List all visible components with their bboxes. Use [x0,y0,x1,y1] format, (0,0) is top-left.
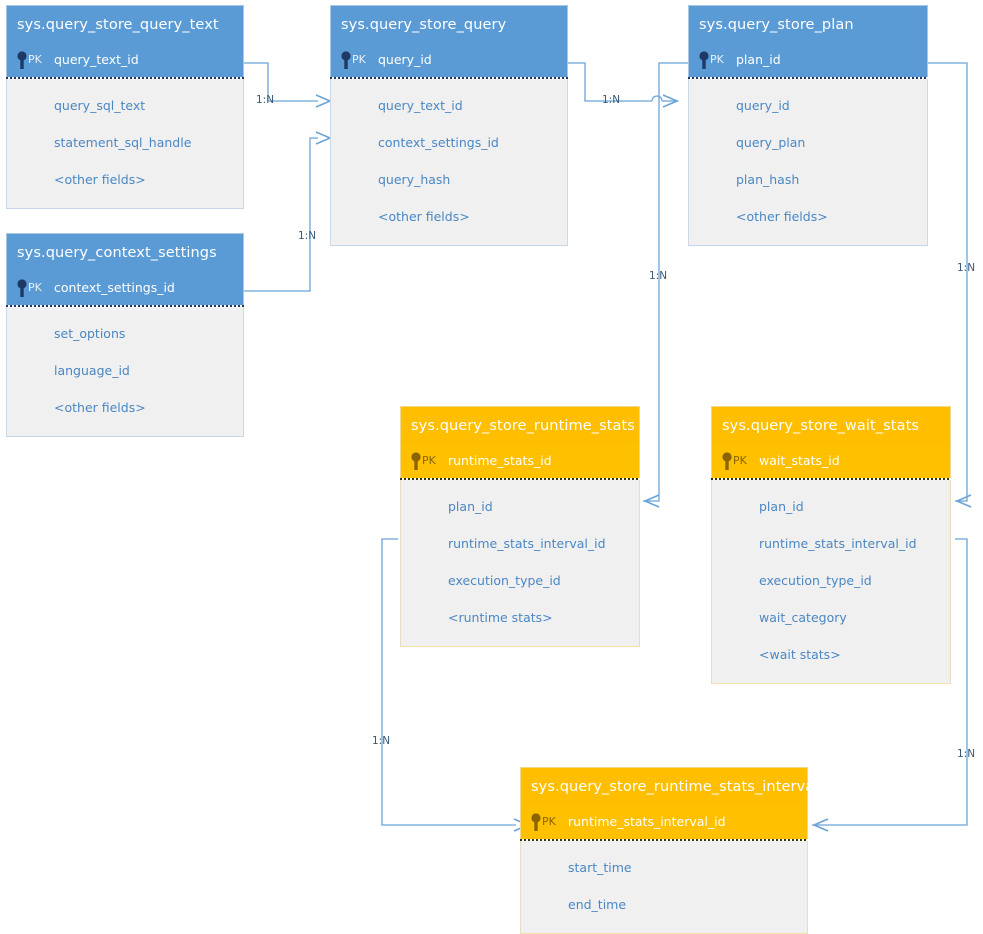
key-icon [722,452,732,470]
entity-query-store-query[interactable]: sys.query_store_query PK query_id query_… [330,5,568,246]
pk-label: PK [422,454,436,467]
cardinality-label-r7: 1:N [957,748,976,760]
field: runtime_stats_interval_id [448,536,606,551]
key-icon [699,51,709,69]
cardinality-label-r4: 1:N [649,270,668,282]
field: language_id [54,363,130,378]
pk-label: PK [28,281,42,294]
pk-label: PK [710,53,724,66]
connector-r1 [244,62,318,102]
field: end_time [568,897,627,912]
entity-query-context-settings[interactable]: sys.query_context_settings PK context_se… [6,233,244,437]
pk-separator [330,77,568,79]
cardinality-label-r5: 1:N [957,262,976,274]
pk-row[interactable]: PK runtime_stats_id [400,444,640,478]
connector-r2 [244,137,318,292]
pk-separator [400,478,640,480]
pk-label: PK [352,53,366,66]
field: execution_type_id [448,573,561,588]
field: <other fields> [54,400,146,415]
pk-field-name: query_text_id [54,52,139,67]
field: plan_id [448,499,493,514]
connector-r3-hop [651,95,663,102]
pk-field-name: context_settings_id [54,280,175,295]
entity-header: sys.query_store_wait_stats [711,406,951,444]
pk-label: PK [542,815,556,828]
pk-separator [520,839,808,841]
field: <runtime stats> [448,610,553,625]
pk-field-name: query_id [378,52,432,67]
pk-field-name: plan_id [736,52,781,67]
entity-query-store-wait-stats[interactable]: sys.query_store_wait_stats PK wait_stats… [711,406,951,684]
field: plan_hash [736,172,800,187]
field: <other fields> [378,209,470,224]
field: query_text_id [378,98,463,113]
entity-header: sys.query_store_plan [688,5,928,43]
entity-query-store-runtime-stats-interval[interactable]: sys.query_store_runtime_stats_interval P… [520,767,818,934]
pk-row[interactable]: PK wait_stats_id [711,444,951,478]
pk-separator [6,77,244,79]
connector-r5 [928,62,968,502]
arrowhead-r2 [315,131,331,145]
pk-field-name: runtime_stats_id [448,453,552,468]
key-icon [341,51,351,69]
field: query_id [736,98,790,113]
pk-row[interactable]: PK query_text_id [6,43,244,77]
entity-query-store-plan[interactable]: sys.query_store_plan PK plan_id query_id… [688,5,928,246]
field: set_options [54,326,126,341]
pk-separator [6,305,244,307]
cardinality-label-r6: 1:N [372,735,391,747]
field: runtime_stats_interval_id [759,536,917,551]
entity-header: sys.query_store_runtime_stats_interval [520,767,818,805]
field: execution_type_id [759,573,872,588]
entity-fields: set_options language_id <other fields> [6,307,244,437]
entity-query-store-runtime-stats[interactable]: sys.query_store_runtime_stats PK runtime… [400,406,640,647]
pk-separator [688,77,928,79]
entity-header: sys.query_context_settings [6,233,244,271]
field: start_time [568,860,632,875]
pk-separator [711,478,951,480]
field: wait_category [759,610,847,625]
field: <other fields> [54,172,146,187]
connector-r6 [381,538,516,826]
key-icon [411,452,421,470]
pk-row[interactable]: PK context_settings_id [6,271,244,305]
entity-query-store-query-text[interactable]: sys.query_store_query_text PK query_text… [6,5,244,209]
entity-fields: query_id query_plan plan_hash <other fie… [688,79,928,246]
field: query_sql_text [54,98,146,113]
cardinality-label-r3: 1:N [602,94,621,106]
field: statement_sql_handle [54,135,192,150]
cardinality-label-r1: 1:N [256,94,275,106]
field: <wait stats> [759,647,841,662]
entity-header: sys.query_store_query [330,5,568,43]
field: context_settings_id [378,135,499,150]
pk-label: PK [28,53,42,66]
pk-field-name: wait_stats_id [759,453,840,468]
entity-header: sys.query_store_runtime_stats [400,406,640,444]
pk-row[interactable]: PK query_id [330,43,568,77]
entity-header: sys.query_store_query_text [6,5,244,43]
field: plan_id [759,499,804,514]
entity-fields: plan_id runtime_stats_interval_id execut… [400,480,640,647]
pk-row[interactable]: PK runtime_stats_interval_id [520,805,808,839]
entity-fields: query_text_id context_settings_id query_… [330,79,568,246]
key-icon [531,813,541,831]
pk-label: PK [733,454,747,467]
connector-r7 [812,538,968,826]
field: <other fields> [736,209,828,224]
entity-fields: query_sql_text statement_sql_handle <oth… [6,79,244,209]
entity-fields: plan_id runtime_stats_interval_id execut… [711,480,951,684]
connector-r3-a [568,62,652,102]
pk-field-name: runtime_stats_interval_id [568,814,726,829]
cardinality-label-r2: 1:N [298,230,317,242]
field: query_hash [378,172,451,187]
key-icon [17,51,27,69]
arrowhead-r1 [315,94,331,108]
key-icon [17,279,27,297]
field: query_plan [736,135,806,150]
entity-fields: start_time end_time [520,841,808,934]
pk-row[interactable]: PK plan_id [688,43,928,77]
connector-r4 [643,62,688,502]
